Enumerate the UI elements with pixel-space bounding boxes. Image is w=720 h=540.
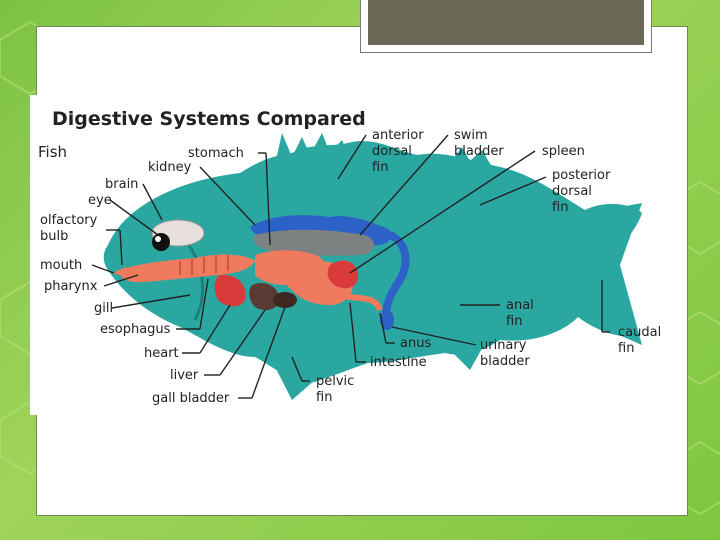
leader-lines	[91, 134, 610, 399]
pelvic-fin-shape	[270, 357, 315, 400]
label-olfactory-2: bulb	[40, 229, 68, 244]
pharynx-esophagus-organ	[119, 254, 255, 283]
eye-highlight	[155, 236, 161, 242]
eye-organ	[152, 233, 170, 251]
decorative-tab	[360, 0, 652, 53]
label-eye: eye	[88, 193, 112, 208]
label-urinary-2: bladder	[480, 354, 530, 369]
label-intestine: intestine	[370, 355, 427, 370]
label-swim-2: bladder	[454, 144, 504, 159]
label-urinary-1: urinary	[480, 338, 527, 353]
swim-bladder-organ	[253, 229, 375, 256]
anal-fin-shape	[445, 343, 485, 370]
label-spleen: spleen	[542, 144, 585, 159]
label-pharynx: pharynx	[44, 279, 98, 294]
label-anus: anus	[400, 336, 431, 351]
diagram-subtitle: Fish	[38, 143, 67, 161]
anterior-dorsal-fin-shape	[275, 133, 348, 165]
liver-organ	[249, 283, 280, 311]
label-brain: brain	[105, 177, 138, 192]
decorative-tab-fill	[368, 0, 644, 45]
label-posterior-2: dorsal	[552, 184, 592, 199]
caudal-fin-shape	[578, 203, 642, 345]
urinary-bladder-organ	[380, 310, 394, 330]
label-pelvic-1: pelvic	[316, 374, 354, 389]
posterior-dorsal-fin-shape	[450, 147, 492, 167]
label-posterior-1: posterior	[552, 168, 611, 183]
label-anterior-2: dorsal	[372, 144, 412, 159]
esophagus-ridges	[179, 255, 229, 275]
label-caudal-2: fin	[618, 341, 634, 356]
label-anal-1: anal	[506, 298, 534, 313]
diagram-title: Digestive Systems Compared	[52, 108, 366, 130]
label-kidney: kidney	[148, 160, 192, 175]
mouth-organ	[112, 267, 128, 277]
heart-organ	[214, 274, 246, 307]
label-mouth: mouth	[40, 258, 82, 273]
label-caudal-1: caudal	[618, 325, 661, 340]
intestine-loop	[337, 292, 383, 312]
label-olfactory-1: olfactory	[40, 213, 98, 228]
label-gall-bladder: gall bladder	[152, 391, 230, 406]
label-heart: heart	[144, 346, 179, 361]
spleen-organ	[327, 260, 359, 289]
label-anterior-1: anterior	[372, 128, 424, 143]
label-gill: gill	[94, 301, 113, 316]
label-esophagus: esophagus	[100, 322, 171, 337]
label-posterior-3: fin	[552, 200, 568, 215]
label-anterior-3: fin	[372, 160, 388, 175]
label-pelvic-2: fin	[316, 390, 332, 405]
label-swim-1: swim	[454, 128, 488, 143]
fish-digestive-diagram: Digestive Systems Compared Fish stomach …	[30, 95, 670, 415]
label-liver: liver	[170, 368, 199, 383]
label-stomach: stomach	[188, 146, 244, 161]
label-anal-2: fin	[506, 314, 522, 329]
urinary-duct	[382, 231, 410, 316]
gall-bladder-organ	[273, 292, 297, 308]
fish-body	[103, 140, 642, 385]
